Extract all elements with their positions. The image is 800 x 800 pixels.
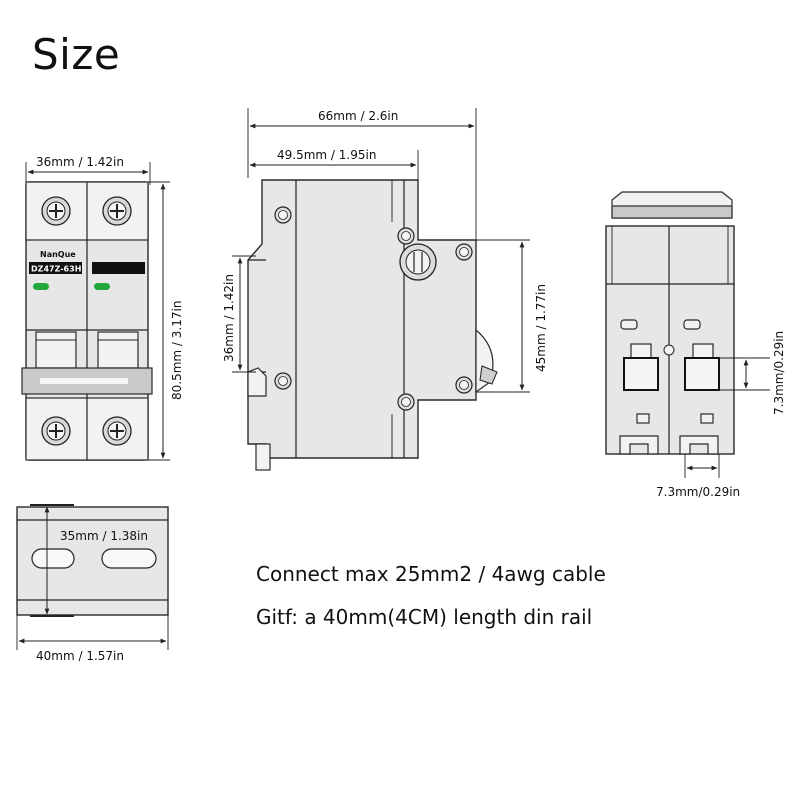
terminal-opening <box>623 357 659 391</box>
screw-icon <box>41 196 71 226</box>
terminal-notch <box>630 343 652 359</box>
slot <box>620 319 638 330</box>
slot <box>683 319 701 330</box>
indicator-light <box>94 283 110 290</box>
slot <box>636 413 650 424</box>
rail-height-label: 35mm / 1.38in <box>60 529 148 543</box>
rail-height-label: 36mm / 1.42in <box>222 274 236 362</box>
gift-note: Gitf: a 40mm(4CM) length din rail <box>256 605 593 629</box>
toggle-lever <box>97 331 139 369</box>
front-view: 36mm / 1.42in NanQue DZ47Z-63H <box>21 155 184 461</box>
brand-label: NanQue <box>40 250 76 259</box>
opening-height-label: 7.3mm/0.29in <box>772 331 786 415</box>
page-title: Size <box>32 30 121 79</box>
screw-icon <box>41 416 71 446</box>
front-height-label: 80.5mm / 3.17in <box>170 301 184 400</box>
cable-note: Connect max 25mm2 / 4awg cable <box>256 562 606 586</box>
rail-clip <box>247 367 267 397</box>
rail-latch <box>255 443 271 471</box>
front-width-label: 36mm / 1.42in <box>36 155 124 169</box>
opening-width-label: 7.3mm/0.29in <box>656 485 740 499</box>
side-view: 66mm / 2.6in 49.5mm / 1.95in <box>222 108 548 471</box>
step-depth-label: 49.5mm / 1.95in <box>277 148 376 162</box>
terminal-notch <box>692 343 714 359</box>
bottom-view: 7.3mm/0.29in 7.3mm/0.29in <box>605 191 786 499</box>
terminal-screw-icon <box>399 243 437 281</box>
rail-slot <box>31 548 75 569</box>
rail-slot <box>101 548 157 569</box>
model-label: DZ47Z-63H <box>31 265 81 274</box>
bottom-foot <box>619 435 659 455</box>
toggle-lever <box>35 331 77 369</box>
total-depth-label: 66mm / 2.6in <box>318 109 398 123</box>
face-height-label: 45mm / 1.77in <box>534 284 548 372</box>
screw-icon <box>102 196 132 226</box>
din-rail-view: 35mm / 1.38in 40mm / 1.57in <box>16 504 169 663</box>
rail-length-label: 40mm / 1.57in <box>36 649 124 663</box>
bottom-view-body <box>605 225 735 455</box>
bottom-foot <box>679 435 719 455</box>
black-label-plate <box>92 262 145 274</box>
terminal-opening <box>684 357 720 391</box>
slot <box>700 413 714 424</box>
screw-icon <box>102 416 132 446</box>
indicator-light <box>33 283 49 290</box>
